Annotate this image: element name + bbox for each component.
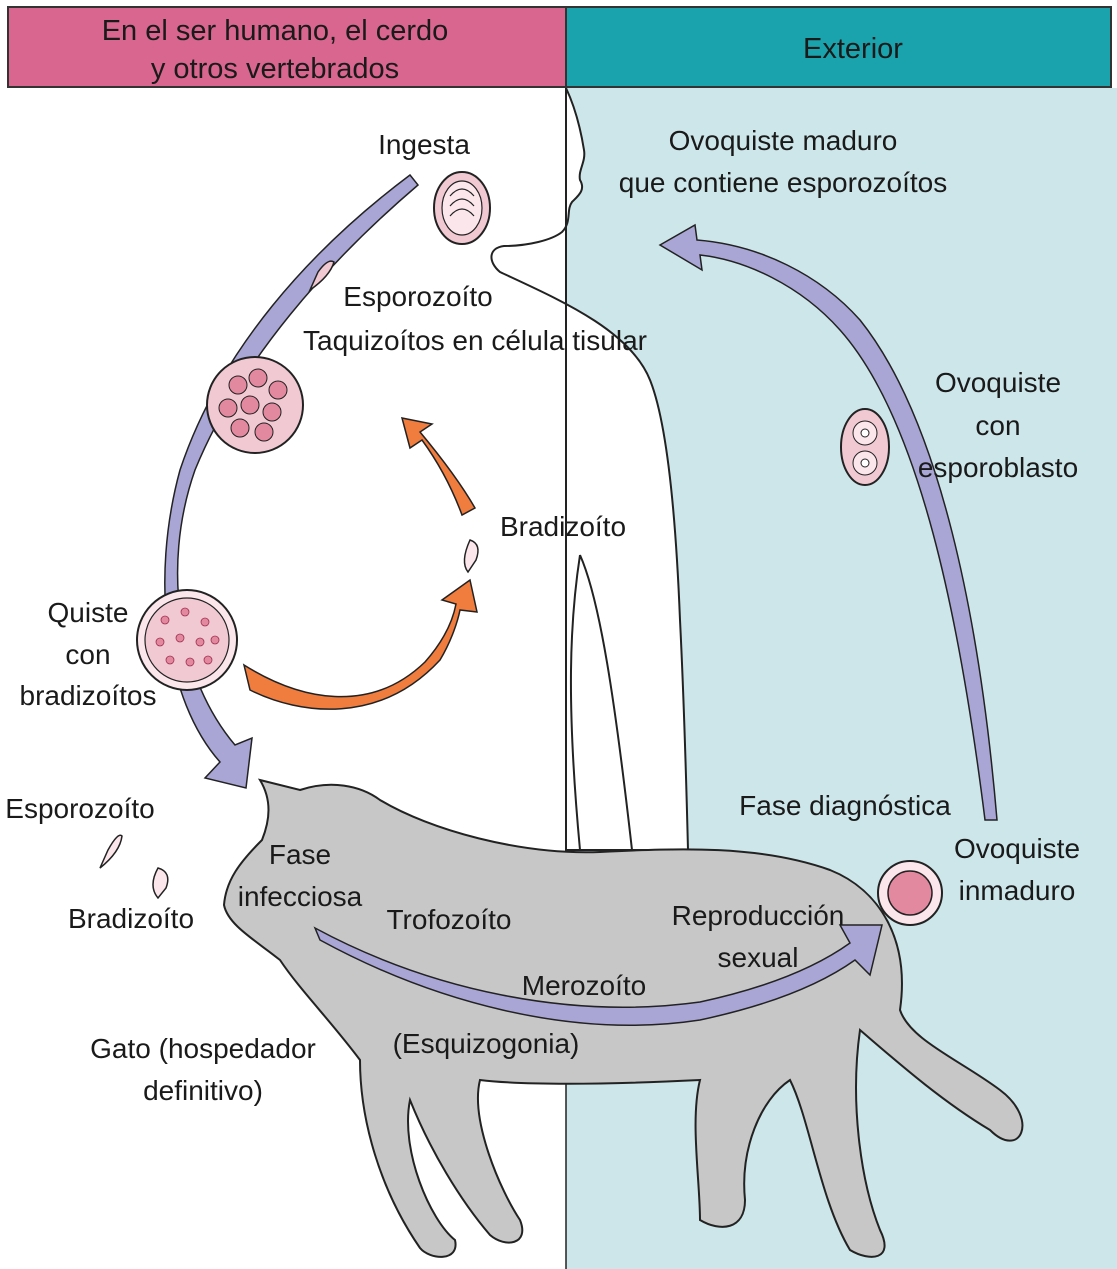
label-ovoquiste-maduro-2: que contiene esporozoítos [619, 167, 947, 198]
label-ovoquiste-inmaduro-2: inmaduro [959, 875, 1076, 906]
label-gato-1: Gato (hospedador [90, 1033, 316, 1064]
cyst-bradyzoites-icon [137, 590, 237, 690]
label-quiste-1: Quiste [48, 597, 129, 628]
header-host-line1: En el ser humano, el cerdo [102, 15, 449, 47]
label-ovoquiste-inmaduro-1: Ovoquiste [954, 833, 1080, 864]
immature-oocyst-icon [878, 861, 942, 925]
arrow-bradyzoite-to-cyst [244, 580, 477, 709]
label-gato-2: definitivo) [143, 1075, 263, 1106]
label-fase-diagnostica: Fase diagnóstica [739, 790, 951, 821]
bradyzoite-mid-icon [464, 540, 478, 572]
label-bradizoito-mid: Bradizoíto [500, 511, 626, 542]
label-esporozoito-top: Esporozoíto [343, 281, 492, 312]
label-reproduccion-1: Reproducción [672, 900, 845, 931]
label-ovoquiste-maduro-1: Ovoquiste maduro [669, 125, 898, 156]
label-ovoquiste-esporoblasto-3: esporoblasto [918, 452, 1078, 483]
label-quiste-3: bradizoítos [20, 680, 157, 711]
header-exterior-label: Exterior [803, 33, 903, 65]
label-ingesta: Ingesta [378, 129, 470, 160]
label-fase-infecciosa-1: Fase [269, 839, 331, 870]
label-esquizogonia: (Esquizogonia) [393, 1028, 580, 1059]
label-bradizoito-left: Bradizoíto [68, 903, 194, 934]
label-quiste-2: con [65, 639, 110, 670]
arrow-bradyzoite-to-tachyzoite [402, 418, 475, 515]
label-esporozoito-left: Esporozoíto [5, 793, 154, 824]
tachyzoite-cell-icon [207, 357, 303, 453]
bradyzoite-left-icon [153, 868, 168, 898]
mature-oocyst-icon [434, 172, 490, 244]
label-merozoito: Merozoíto [522, 970, 647, 1001]
label-fase-infecciosa-2: infecciosa [238, 881, 363, 912]
label-reproduccion-2: sexual [718, 942, 799, 973]
label-ovoquiste-esporoblasto-1: Ovoquiste [935, 367, 1061, 398]
oocyst-sporoblast-icon [841, 409, 889, 485]
label-trofozoito: Trofozoíto [386, 904, 511, 935]
header-host-line2: y otros vertebrados [151, 53, 399, 85]
label-taquizoitos: Taquizoítos en célula tisular [303, 325, 647, 356]
label-ovoquiste-esporoblasto-2: con [975, 410, 1020, 441]
sporozoite-left-icon [100, 835, 122, 868]
